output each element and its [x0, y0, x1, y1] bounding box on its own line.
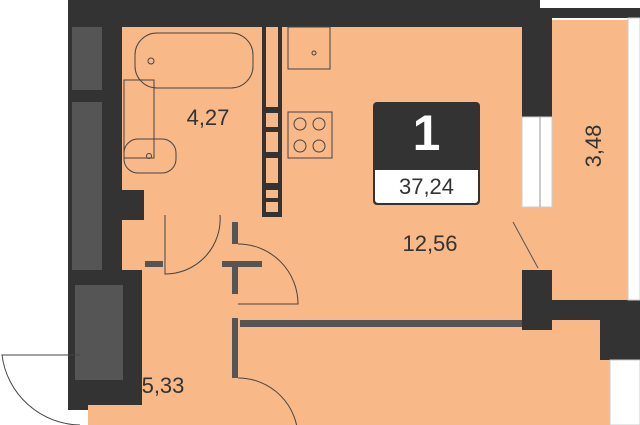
- room-count: 1: [412, 105, 441, 161]
- balcony-area: 3,48: [581, 124, 606, 168]
- partition-wall: [232, 318, 238, 378]
- cabinet: [72, 102, 102, 272]
- window: [609, 359, 640, 425]
- partition-wall: [232, 222, 238, 244]
- toilet-drain: [146, 153, 152, 159]
- kitchen-sink: [287, 26, 331, 70]
- door-swing: [512, 221, 539, 269]
- entrance-door[interactable]: [1, 354, 81, 425]
- apartment-badge: 1 37,24: [373, 102, 480, 205]
- partition-wall: [222, 261, 262, 267]
- stove: [287, 111, 333, 159]
- partition-wall: [232, 262, 238, 294]
- top-wall: [68, 0, 540, 27]
- room-door[interactable]: [237, 243, 299, 305]
- top-wall: [540, 8, 640, 18]
- wall: [522, 270, 552, 330]
- balcony-glazing: [627, 17, 640, 301]
- bathroom-door[interactable]: [164, 214, 221, 275]
- wardrobe: [75, 285, 123, 380]
- living-area: 12,56: [402, 231, 458, 256]
- sink-drain: [311, 50, 317, 56]
- bathroom-sink: [123, 79, 155, 159]
- wall: [522, 18, 552, 128]
- wall: [600, 300, 640, 360]
- kitchen-door[interactable]: [237, 377, 298, 425]
- wall: [122, 190, 144, 220]
- bathtub-drain: [147, 57, 155, 65]
- ventilation-shaft: [266, 27, 278, 212]
- total-area: 37,24: [375, 170, 478, 203]
- partition-wall: [240, 320, 522, 327]
- toilet: [123, 138, 177, 174]
- bathtub: [134, 32, 254, 89]
- balcony-door[interactable]: [521, 116, 553, 208]
- bathroom-area: 4,27: [186, 105, 230, 130]
- floor: [88, 405, 143, 425]
- partition-wall: [145, 261, 163, 267]
- hall-area: 5,33: [141, 373, 185, 398]
